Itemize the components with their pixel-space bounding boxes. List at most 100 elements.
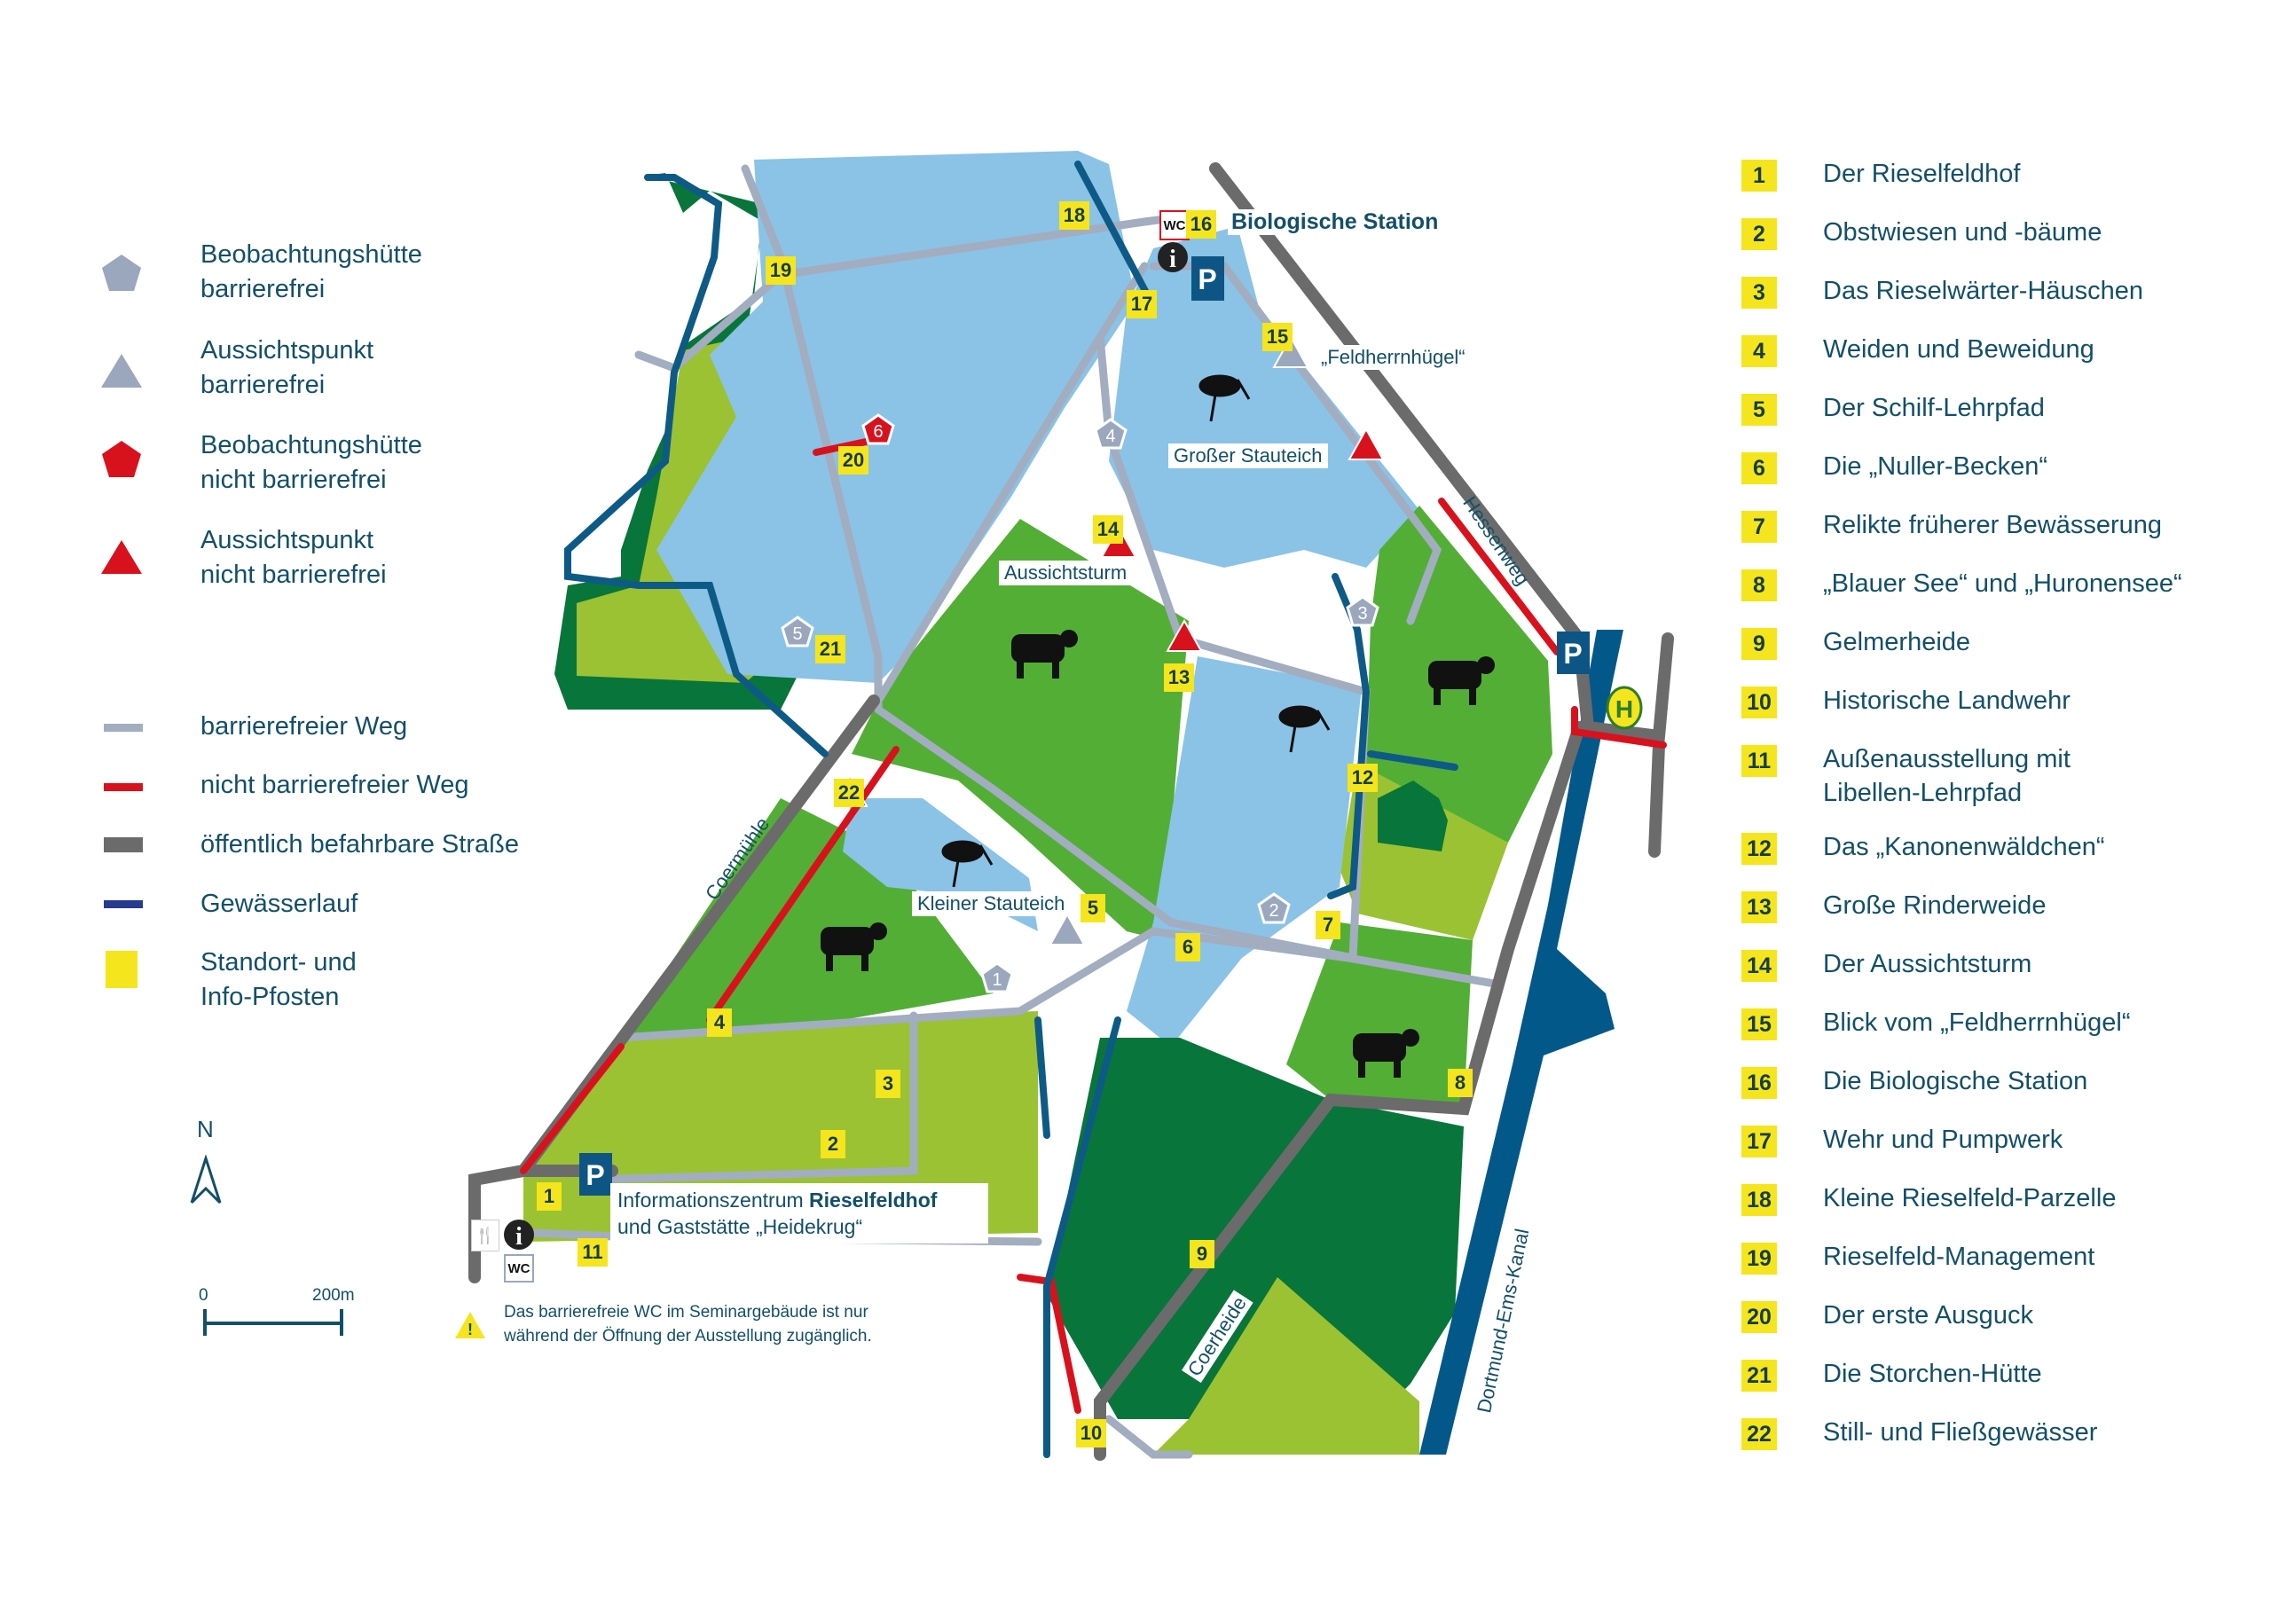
wc-icon-rieselfeldhof: WC xyxy=(504,1254,534,1283)
map-station-marker[interactable]: 10 xyxy=(1076,1419,1106,1447)
station-item: 4 Weiden und Beweidung xyxy=(1741,335,2094,367)
map-station-marker[interactable]: 15 xyxy=(1262,323,1293,351)
station-number-badge: 2 xyxy=(1741,218,1777,250)
station-item: 1 Der Rieselfeldhof xyxy=(1741,160,2020,192)
station-number-badge: 4 xyxy=(1741,335,1777,367)
hut-number: 1 xyxy=(992,970,1002,990)
triangle-icon-red xyxy=(101,540,142,574)
map-station-marker[interactable]: 12 xyxy=(1348,764,1378,792)
station-label: Die Storchen-Hütte xyxy=(1823,1360,2042,1388)
map-station-marker[interactable]: 16 xyxy=(1186,210,1216,239)
viewpoint-icon[interactable] xyxy=(1166,618,1203,652)
station-item: 15 Blick vom „Feldherrnhügel“ xyxy=(1741,1008,2131,1040)
station-label: Der erste Ausguck xyxy=(1823,1301,2033,1330)
map-station-marker[interactable]: 2 xyxy=(821,1130,845,1158)
north-label: N xyxy=(197,1116,214,1142)
map-station-marker[interactable]: 1 xyxy=(537,1182,562,1211)
station-label: Die „Nuller-Becken“ xyxy=(1823,452,2048,481)
info-icon-label: i xyxy=(515,1223,523,1251)
viewpoint-icon[interactable] xyxy=(1049,912,1086,945)
map-station-marker[interactable]: 4 xyxy=(707,1008,732,1037)
station-label: Der Aussichtsturm xyxy=(1823,950,2032,978)
station-label: Blick vom „Feldherrnhügel“ xyxy=(1823,1008,2131,1037)
observation-hut-icon[interactable] xyxy=(1257,892,1291,924)
station-label: Der Rieselfeldhof xyxy=(1823,160,2021,188)
station-label: Weiden und Beweidung xyxy=(1823,335,2094,364)
map-station-marker[interactable]: 6 xyxy=(1175,933,1200,961)
viewpoint-icon[interactable] xyxy=(1272,334,1309,368)
station-number-badge: 13 xyxy=(1741,891,1777,923)
info-center-name: Informationszentrum xyxy=(617,1189,810,1212)
map-station-marker[interactable]: 5 xyxy=(1080,894,1105,922)
label-biologische-station: Biologische Station xyxy=(1228,209,1442,235)
info-center-name-bold: Rieselfeldhof xyxy=(809,1189,938,1212)
station-label: Das Rieselwärter-Häuschen xyxy=(1823,277,2144,305)
station-item: 20 Der erste Ausguck xyxy=(1741,1301,2033,1333)
map-station-marker[interactable]: 13 xyxy=(1164,663,1194,692)
station-number-badge: 19 xyxy=(1741,1243,1777,1275)
station-item: 14 Der Aussichtsturm xyxy=(1741,950,2031,982)
map-station-marker[interactable]: 17 xyxy=(1127,290,1157,318)
station-number-badge: 14 xyxy=(1741,950,1777,982)
station-number-badge: 5 xyxy=(1741,394,1777,426)
parking-icon-label: P xyxy=(1563,638,1582,670)
legend-label: Beobachtungshütte nicht barrierefrei xyxy=(200,431,422,494)
info-icon-label: i xyxy=(1169,246,1176,273)
pasture-southwest xyxy=(621,798,994,1038)
observation-hut-icon[interactable] xyxy=(861,413,895,445)
station-number-badge: 12 xyxy=(1741,833,1777,865)
station-number-badge: 17 xyxy=(1741,1126,1777,1157)
station-item: 12 Das „Kanonenwäldchen“ xyxy=(1741,833,2105,865)
map-station-marker[interactable]: 3 xyxy=(876,1070,900,1098)
svg-text:!: ! xyxy=(468,1321,473,1338)
map-station-marker[interactable]: 11 xyxy=(578,1238,608,1267)
station-label: Gelmerheide xyxy=(1823,628,1971,656)
cattle-icon xyxy=(821,630,1495,1078)
hut-number: 6 xyxy=(873,422,883,442)
label-informationszentrum: Informationszentrum Rieselfeldhof und Ga… xyxy=(610,1183,988,1243)
observation-hut-icon[interactable] xyxy=(980,961,1014,993)
station-item: 3 Das Rieselwärter-Häuschen xyxy=(1741,277,2143,309)
station-number-badge: 3 xyxy=(1741,277,1777,309)
station-label: Das „Kanonenwäldchen“ xyxy=(1823,833,2105,861)
non-accessible-path-swatch xyxy=(104,783,143,791)
station-item: 8 „Blauer See“ und „Huronensee“ xyxy=(1741,569,2182,601)
observation-hut-icon[interactable] xyxy=(781,616,814,647)
station-number-badge: 11 xyxy=(1741,745,1777,777)
station-number-badge: 20 xyxy=(1741,1301,1777,1333)
observation-hut-icon[interactable] xyxy=(1094,418,1128,450)
map-station-marker[interactable]: 19 xyxy=(766,256,796,285)
map-station-marker[interactable]: 22 xyxy=(834,779,864,807)
label-kleiner-stauteich: Kleiner Stauteich xyxy=(912,891,1071,916)
station-label: Still- und Fließgewässer xyxy=(1823,1418,2098,1447)
map-station-marker[interactable]: 21 xyxy=(815,635,845,663)
map-station-marker[interactable]: 8 xyxy=(1448,1069,1473,1097)
viewpoint-icon[interactable] xyxy=(1348,427,1385,460)
station-label: „Blauer See“ und „Huronensee“ xyxy=(1823,569,2182,598)
info-center-restaurant: und Gaststätte „Heidekrug“ xyxy=(617,1215,863,1238)
station-number-badge: 6 xyxy=(1741,452,1777,484)
map-station-marker[interactable]: 20 xyxy=(838,446,868,475)
parking-icon-bio-station xyxy=(1191,256,1224,301)
wc-icon-bio-station: WC xyxy=(1159,210,1190,240)
map-station-marker[interactable]: 14 xyxy=(1093,515,1123,544)
map-station-marker[interactable]: 18 xyxy=(1059,201,1089,230)
station-number-badge: 21 xyxy=(1741,1360,1777,1392)
north-arrow-icon xyxy=(190,1155,222,1204)
station-number-badge: 15 xyxy=(1741,1008,1777,1040)
map-station-marker[interactable]: 9 xyxy=(1190,1240,1214,1268)
station-number-badge: 1 xyxy=(1741,160,1777,192)
station-number-badge: 8 xyxy=(1741,569,1777,601)
station-label: Relikte früherer Bewässerung xyxy=(1823,511,2163,539)
label-grosser-stauteich: Großer Stauteich xyxy=(1168,443,1328,468)
observation-hut-icon[interactable] xyxy=(1346,595,1379,627)
map-station-marker[interactable]: 7 xyxy=(1316,911,1340,939)
dortmund-ems-kanal xyxy=(1419,630,1623,1455)
